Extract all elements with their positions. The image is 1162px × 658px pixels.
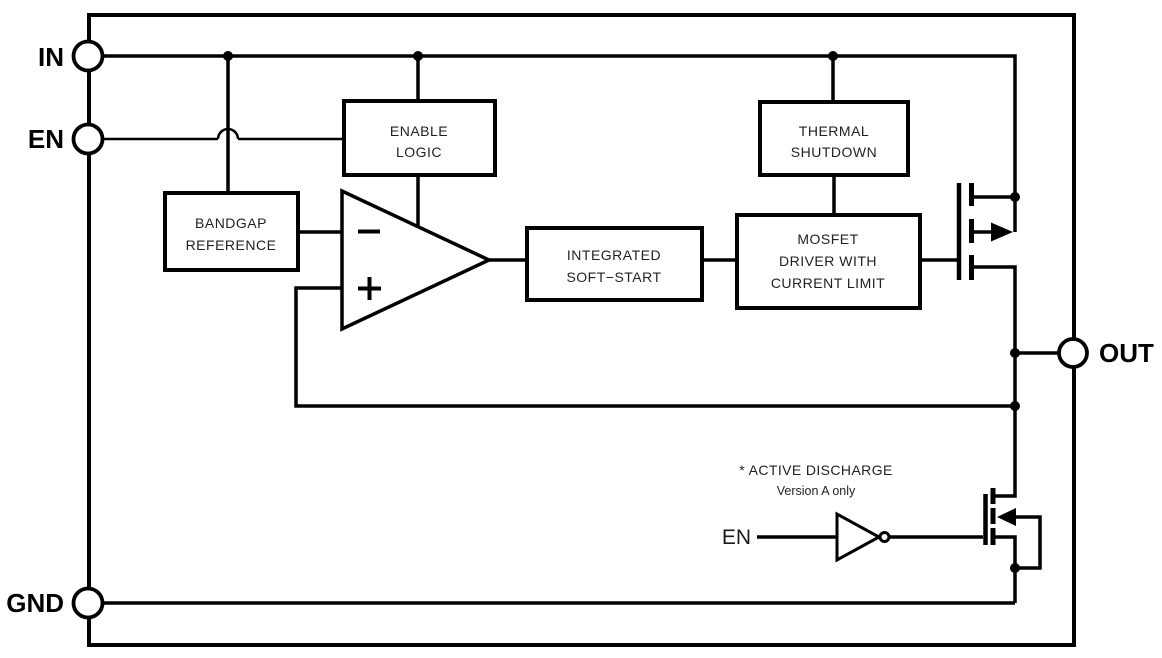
- pin-gnd-terminal: [71, 586, 105, 620]
- discharge-en-label: EN: [722, 526, 751, 549]
- active-discharge-note-line2: Version A only: [777, 484, 856, 498]
- junction-dot: [828, 51, 838, 61]
- bandgap-reference-block: [163, 191, 300, 272]
- enable-logic-label-line2: LOGIC: [396, 144, 442, 160]
- error-amplifier-triangle: [340, 188, 494, 332]
- error-amplifier: [340, 188, 494, 332]
- bandgap-reference-label-line1: BANDGAP: [195, 215, 267, 231]
- mosfet-driver-block: [735, 213, 922, 310]
- out-rail-wire: [974, 265, 1017, 498]
- discharge-fet-body-wire: [1015, 515, 1042, 570]
- feedback-wire: [294, 286, 1015, 408]
- junction-dots: [223, 51, 1020, 573]
- integrated-soft-start-label-line1: INTEGRATED: [567, 247, 661, 263]
- junction-dot: [1010, 192, 1020, 202]
- wires: [102, 54, 1060, 605]
- pin-en-label: EN: [28, 124, 64, 154]
- en-wire-hop: [216, 127, 240, 140]
- bandgap-reference-label-line2: REFERENCE: [186, 237, 277, 253]
- junction-dot: [1010, 348, 1020, 358]
- pin-gnd-label: GND: [6, 588, 64, 618]
- junction-dot: [1010, 401, 1020, 411]
- integrated-soft-start-label-line2: SOFT−START: [566, 269, 661, 285]
- mosfet-driver-label-line1: MOSFET: [797, 231, 858, 247]
- enable-logic-block: [342, 99, 497, 177]
- thermal-shutdown-label-line2: SHUTDOWN: [791, 144, 877, 160]
- thermal-shutdown-block: [758, 100, 910, 177]
- junction-dot: [1010, 563, 1020, 573]
- pin-in-terminal: [71, 39, 105, 73]
- inverter-triangle: [835, 511, 883, 563]
- pass-fet-body-arrow-icon: [991, 222, 1013, 242]
- pin-in-label: IN: [38, 42, 64, 72]
- enable-logic-label-line1: ENABLE: [390, 123, 448, 139]
- in-rail-wire: [103, 54, 1017, 232]
- discharge-fet-body-arrow-icon: [997, 508, 1016, 526]
- junction-dot: [413, 51, 423, 61]
- discharge-fet-source-wire: [995, 535, 1017, 603]
- noninverting-input-icon: [358, 277, 381, 300]
- active-discharge-circuit: [835, 488, 1016, 563]
- inverter-bubble-icon: [878, 531, 891, 543]
- labels: IN EN GND OUT * ACTIVE DISCHARGE Version…: [6, 42, 1154, 618]
- junction-dot: [223, 51, 233, 61]
- mosfet-driver-label-line2: DRIVER WITH: [779, 253, 877, 269]
- integrated-soft-start-block: [525, 226, 704, 302]
- pin-en-terminal: [71, 122, 105, 156]
- mosfet-driver-label-line3: CURRENT LIMIT: [771, 275, 885, 291]
- pin-out-label: OUT: [1099, 338, 1154, 368]
- active-discharge-note-line1: * ACTIVE DISCHARGE: [739, 462, 892, 478]
- pin-terminals: [71, 39, 1089, 620]
- function-blocks: BANDGAP REFERENCE ENABLE LOGIC THERMAL S…: [163, 99, 922, 310]
- pin-out-terminal: [1057, 337, 1089, 369]
- device-outline: [87, 13, 1076, 647]
- pass-mosfet: [956, 183, 1013, 280]
- thermal-shutdown-label-line1: THERMAL: [799, 123, 869, 139]
